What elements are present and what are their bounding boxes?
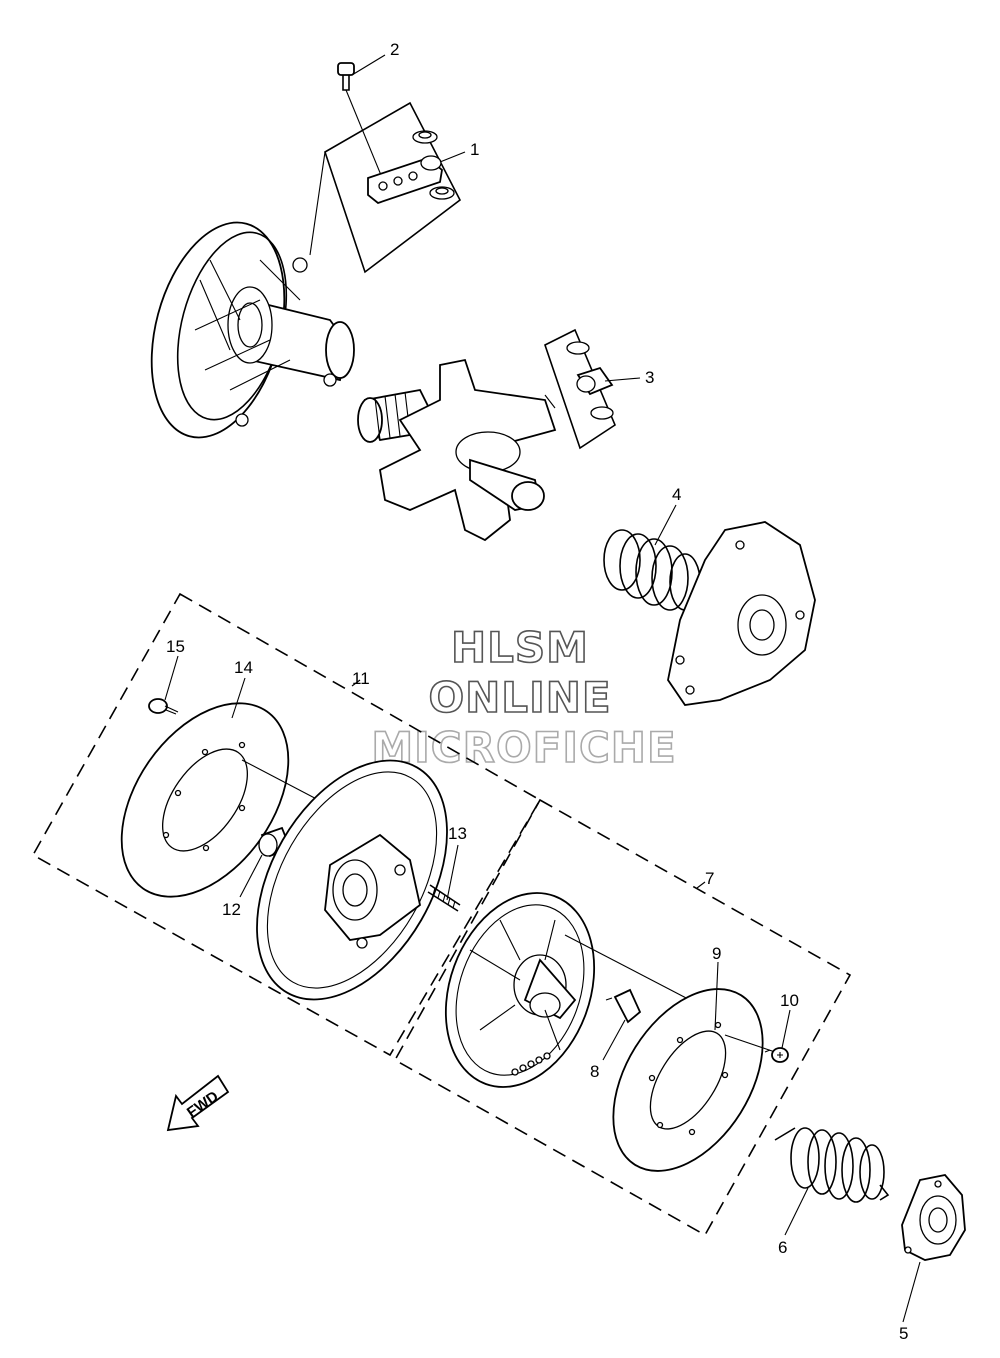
part-3-bracket [544,328,616,450]
part-3-washer-top [566,341,590,355]
part-4-spring[interactable] [603,529,701,611]
callout-4[interactable]: 4 [672,485,681,504]
callout-leaders [164,54,921,1323]
watermark-line-1: HLSM [451,623,589,672]
part-14-axis-line [241,759,329,806]
spring-cover[interactable] [667,521,816,706]
callout-1[interactable]: 1 [470,140,479,159]
callout-7[interactable]: 7 [705,869,714,888]
part-8-plug[interactable] [605,988,642,1024]
part-6-spring[interactable] [774,1127,890,1203]
part-10-screw[interactable] [764,1047,789,1063]
assembly-7-box [393,798,852,1237]
movable-sheave[interactable] [218,727,487,1032]
part-1-bracket [324,101,462,274]
assembly-11-box [31,592,542,1057]
callout-14[interactable]: 14 [234,658,253,677]
callout-15[interactable]: 15 [166,637,185,656]
part-7-axis-line [564,934,691,1001]
part-2-bolt[interactable] [337,62,355,91]
spider-hub[interactable] [357,358,557,542]
callout-3[interactable]: 3 [645,368,654,387]
part-14-plate[interactable] [87,673,322,928]
callout-11[interactable]: 11 [352,669,370,688]
part-3-washer-bottom [590,406,614,420]
callout-9[interactable]: 9 [712,944,721,963]
watermark: HLSM ONLINE MICROFICHE [371,622,677,773]
part-1-washer-bottom [429,186,455,200]
callout-labels: 1 2 3 4 5 6 7 8 9 10 11 12 13 14 15 [166,40,908,1343]
callout-10[interactable]: 10 [780,991,799,1010]
fixed-sheave[interactable] [130,208,355,453]
part-5-spring-seat[interactable] [901,1174,966,1261]
part-3-roller[interactable] [576,366,614,396]
forward-direction-arrow: FWD [166,1074,230,1132]
part-2-axis-line [345,89,384,181]
watermark-line-2: ONLINE [428,673,611,722]
part-13-pin[interactable] [427,884,461,912]
callout-5[interactable]: 5 [899,1324,908,1343]
part-1-washer-top [412,130,438,144]
part-15-bolt[interactable] [148,698,179,715]
watermark-line-3: MICROFICHE [371,723,676,772]
secondary-sheave[interactable] [420,872,620,1108]
callout-6[interactable]: 6 [778,1238,787,1257]
callout-8[interactable]: 8 [590,1062,599,1081]
callout-13[interactable]: 13 [448,824,467,843]
part-1-weight-arm[interactable] [367,155,443,205]
part-9-plate[interactable] [582,962,793,1197]
callout-12[interactable]: 12 [222,900,241,919]
callout-2[interactable]: 2 [390,40,399,59]
part-9-axis-line [724,1034,776,1053]
